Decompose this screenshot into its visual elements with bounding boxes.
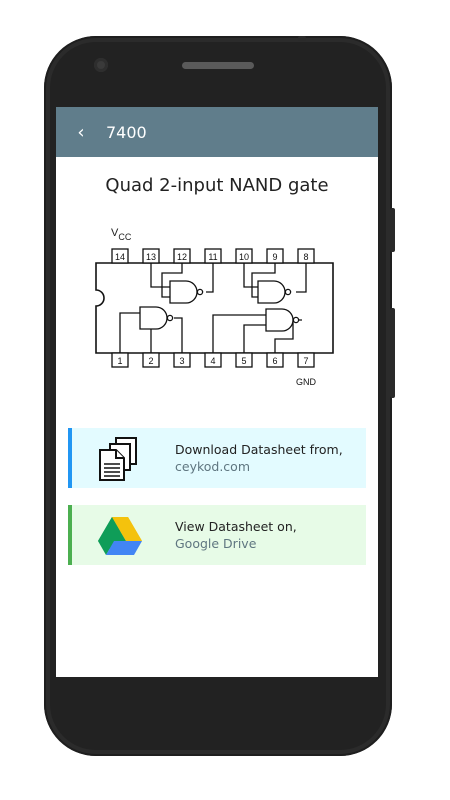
pin-box	[111, 248, 129, 264]
pin-box	[297, 352, 315, 368]
card-title: View Datasheet on,	[175, 519, 297, 534]
pin-number: 5	[241, 356, 246, 366]
pin-number: 10	[239, 252, 249, 262]
pin-number: 6	[272, 356, 277, 366]
app-bar: ‹ 7400	[56, 107, 378, 157]
pin-number: 3	[179, 356, 184, 366]
nand-gate	[139, 306, 168, 330]
card-accent-bar	[68, 505, 72, 565]
bottom-pins: 1 2 3 4 5 6 7	[111, 352, 315, 368]
pin-number: 1	[117, 356, 122, 366]
card-text: View Datasheet on, Google Drive	[175, 518, 297, 552]
nand-gate	[169, 280, 198, 304]
pin-number: 7	[303, 356, 308, 366]
pinout-diagram: VCC 14 13 12 11 10 9 8 1 2 3	[95, 227, 334, 387]
top-button	[298, 36, 306, 41]
back-arrow-icon: ‹	[77, 121, 85, 143]
gnd-label: GND	[296, 377, 317, 387]
nand-bubble	[196, 288, 204, 296]
front-camera	[94, 58, 108, 72]
card-accent-bar	[68, 428, 72, 488]
nand-gate	[265, 308, 294, 332]
nand-gate	[257, 280, 286, 304]
page-title: 7400	[106, 122, 147, 142]
pin-number: 2	[148, 356, 153, 366]
back-button[interactable]: ‹	[56, 107, 106, 157]
chip-body	[95, 262, 334, 354]
app-screen: ‹ 7400 Quad 2-input NAND gate VCC 14 13 …	[56, 107, 378, 677]
card-text: Download Datasheet from, ceykod.com	[175, 441, 343, 475]
pin-number: 14	[115, 252, 125, 262]
pin-number: 12	[177, 252, 187, 262]
nand-bubble	[284, 288, 292, 296]
pin-number: 13	[146, 252, 156, 262]
nand-bubble	[166, 314, 174, 322]
pin-number: 9	[272, 252, 277, 262]
view-datasheet-card[interactable]: View Datasheet on, Google Drive	[68, 505, 366, 565]
pin-number: 8	[303, 252, 308, 262]
earpiece-speaker	[182, 62, 254, 69]
download-datasheet-card[interactable]: Download Datasheet from, ceykod.com	[68, 428, 366, 488]
card-title: Download Datasheet from,	[175, 442, 343, 457]
pin-number: 11	[208, 252, 217, 262]
power-button	[390, 308, 395, 398]
documents-icon	[99, 437, 137, 481]
pin-number: 4	[210, 356, 215, 366]
volume-button	[390, 208, 395, 252]
nand-gates	[139, 280, 300, 332]
vcc-label: VCC	[111, 227, 132, 242]
card-link[interactable]: ceykod.com	[175, 459, 251, 474]
nand-bubble	[292, 316, 300, 324]
top-pins: 14 13 12 11 10 9 8	[111, 248, 315, 264]
card-link[interactable]: Google Drive	[175, 536, 257, 551]
google-drive-icon	[98, 517, 142, 555]
chip-description: Quad 2-input NAND gate	[105, 175, 329, 196]
